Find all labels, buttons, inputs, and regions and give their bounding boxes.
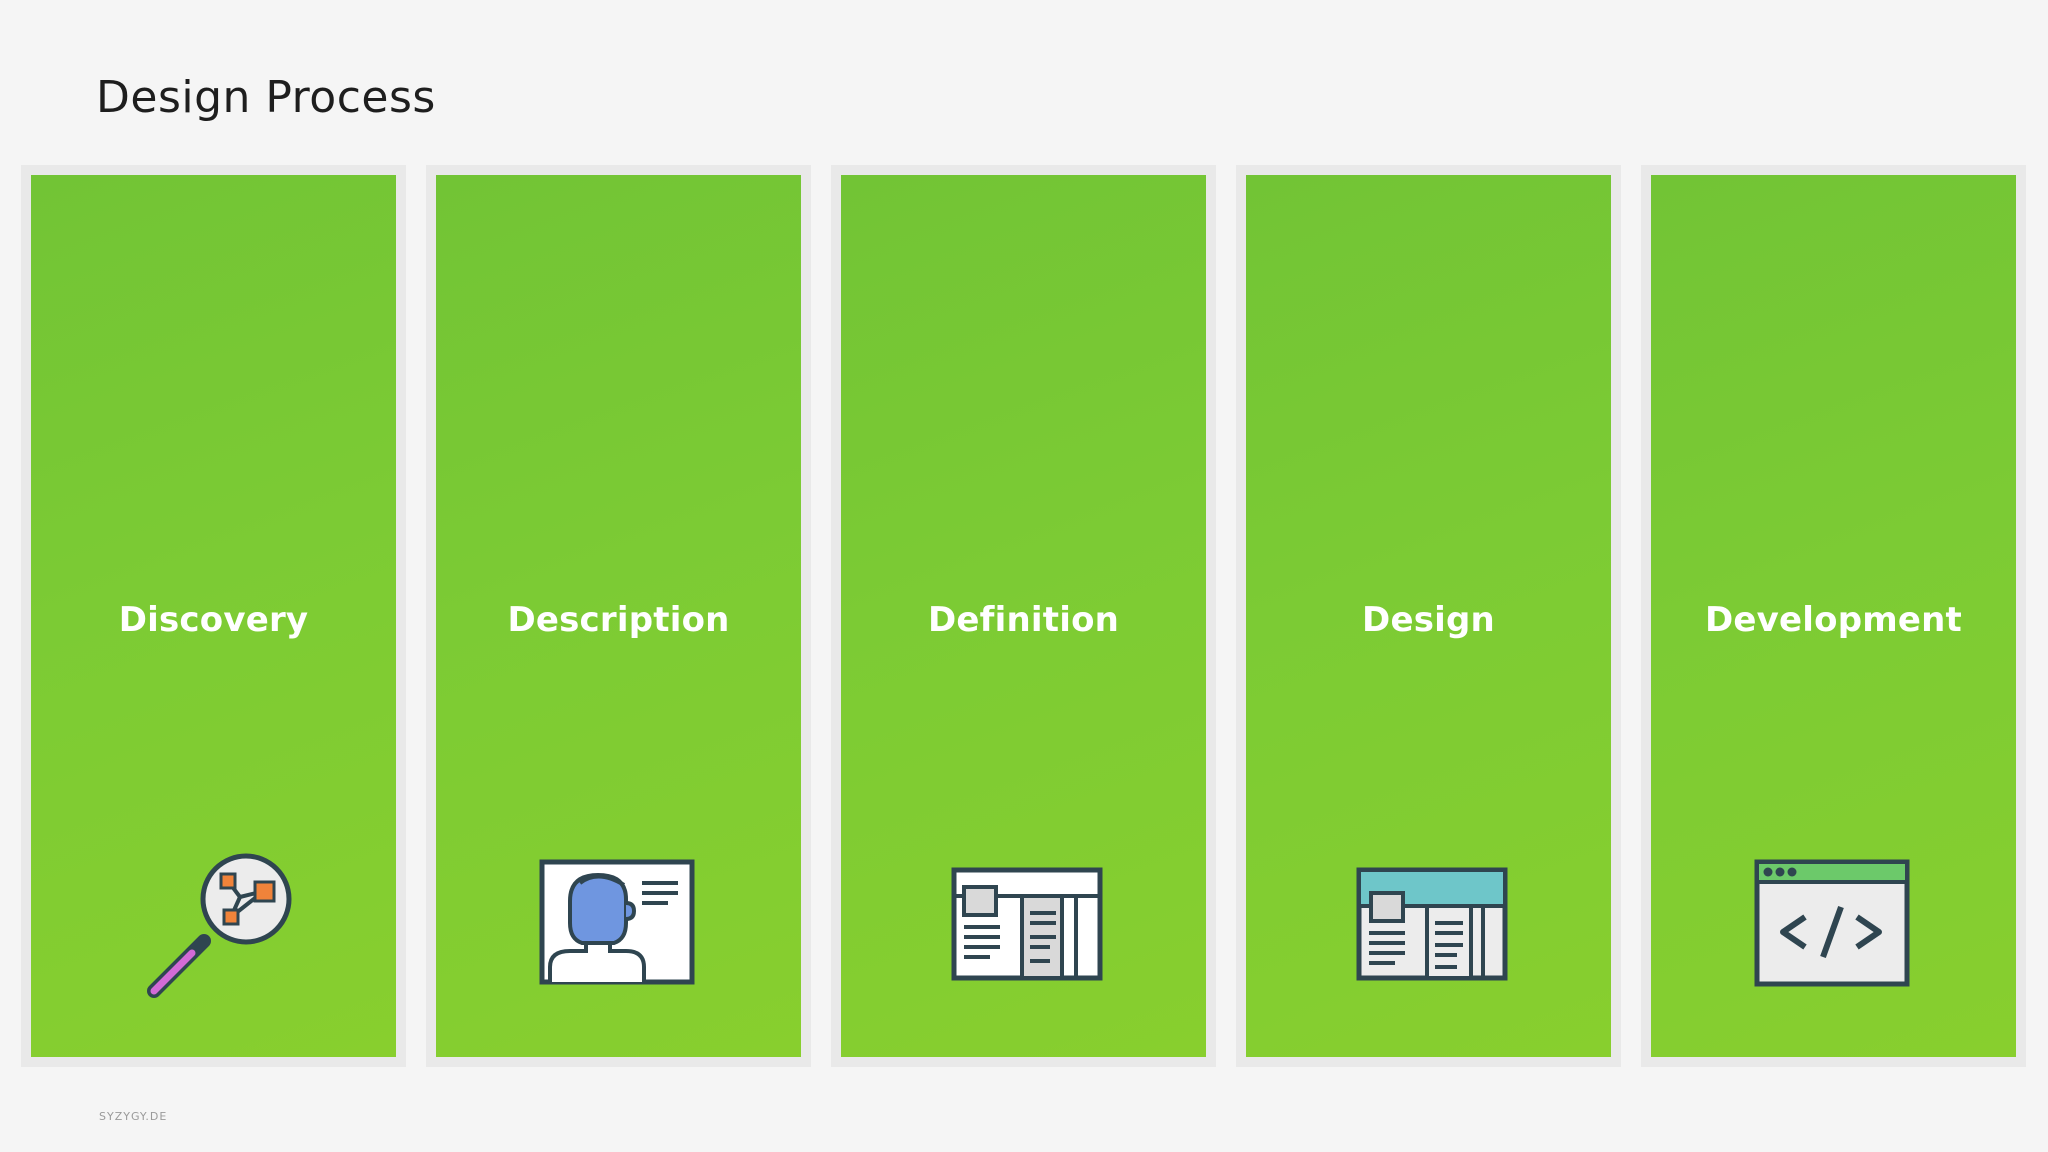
card-label: Development: [1704, 600, 1962, 640]
card-label: Discovery: [118, 600, 309, 640]
card-background: Description: [436, 175, 801, 1057]
wireframe-icon: [938, 839, 1118, 1019]
card-background: Development: [1651, 175, 2016, 1057]
profile-card-icon: [528, 839, 708, 1019]
card-background: Discovery: [31, 175, 396, 1057]
process-card-development[interactable]: Development: [1641, 165, 2026, 1067]
process-cards: Discovery: [21, 165, 2027, 1067]
process-card-definition[interactable]: Definition: [831, 165, 1216, 1067]
process-card-description[interactable]: Description: [426, 165, 811, 1067]
card-label: Definition: [927, 600, 1120, 640]
magnifier-network-icon: [132, 839, 312, 1019]
page-title: Design Process: [96, 72, 436, 123]
card-background: Definition: [841, 175, 1206, 1057]
process-card-discovery[interactable]: Discovery: [21, 165, 406, 1067]
layout-mockup-icon: [1343, 839, 1523, 1019]
card-background: Design: [1246, 175, 1611, 1057]
code-window-icon: [1743, 839, 1923, 1019]
process-card-design[interactable]: Design: [1236, 165, 1621, 1067]
card-label: Design: [1362, 600, 1495, 640]
card-label: Description: [507, 600, 730, 640]
footer-brand: SYZYGY.DE: [99, 1110, 168, 1123]
